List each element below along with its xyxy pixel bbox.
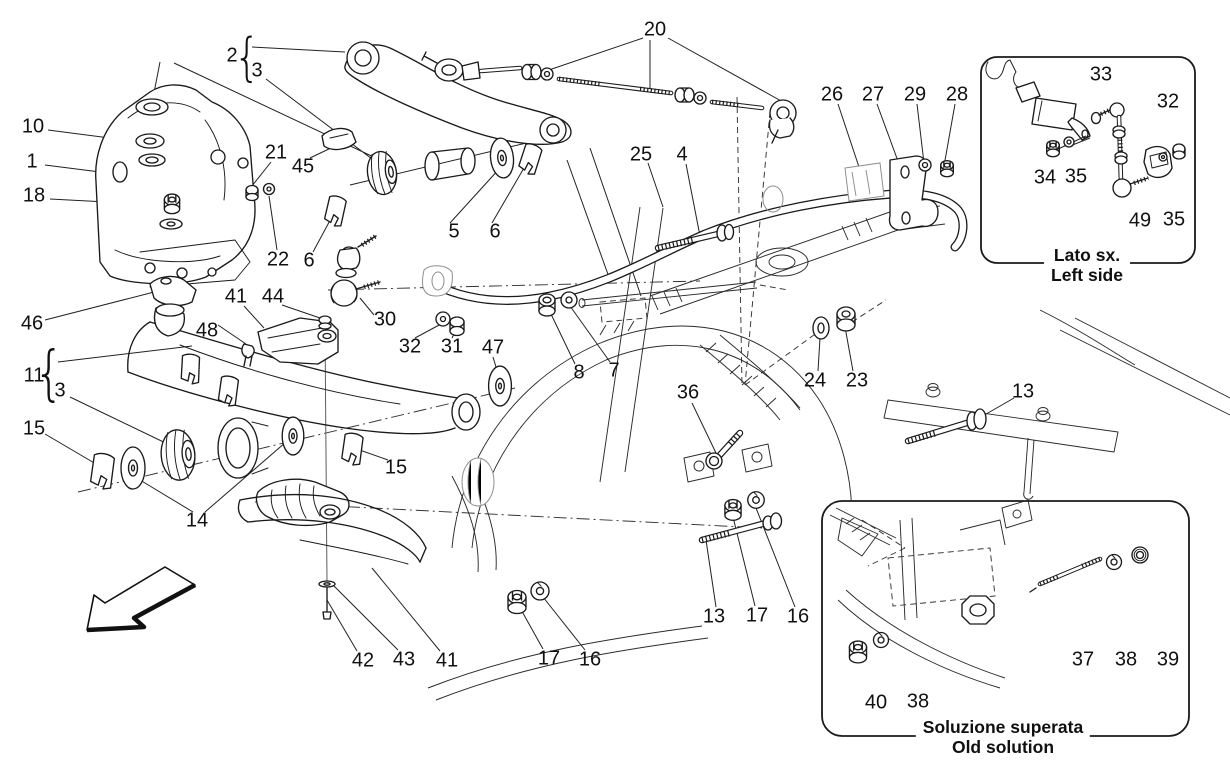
callout-35: 35	[1064, 165, 1088, 188]
stabilizer-bar	[423, 156, 964, 300]
callout-3: 3	[251, 59, 263, 82]
old-solution-inset-drawing	[830, 500, 1148, 688]
callout-14: 14	[185, 509, 209, 532]
left-side-inset-drawing	[986, 60, 1185, 197]
fasteners	[436, 225, 986, 615]
old-solution-caption: Soluzione superata Old solution	[915, 716, 1091, 758]
callout-18: 18	[22, 184, 46, 207]
callout-39: 39	[1156, 648, 1180, 671]
callout-1: 1	[26, 150, 38, 173]
callout-23: 23	[845, 369, 869, 392]
callout-36: 36	[676, 381, 700, 404]
callout-13: 13	[1011, 380, 1035, 403]
callout-30: 30	[373, 308, 397, 331]
callout-17: 17	[745, 604, 769, 627]
callout-41: 41	[435, 649, 459, 672]
callout-26: 26	[820, 83, 844, 106]
callout-32: 32	[1156, 90, 1180, 113]
callout-16: 16	[578, 648, 602, 671]
callout-32: 32	[398, 335, 422, 358]
callout-4: 4	[676, 143, 688, 166]
callout-37: 37	[1071, 648, 1095, 671]
callout-33: 33	[1089, 63, 1113, 86]
caption-line-italian: Lato sx.	[1053, 245, 1121, 265]
toe-link-rods	[422, 52, 796, 143]
callout-17: 17	[537, 647, 561, 670]
callout-38: 38	[1114, 648, 1138, 671]
callout-46: 46	[20, 312, 44, 335]
upper-control-arm	[322, 42, 571, 228]
direction-arrow-icon	[87, 567, 195, 630]
callout-10: 10	[21, 115, 45, 138]
callout-15: 15	[384, 456, 408, 479]
knuckle	[96, 85, 275, 287]
brace-glyph: {	[33, 338, 65, 409]
callout-8: 8	[573, 361, 585, 384]
brace-glyph: {	[233, 27, 261, 88]
callout-6: 6	[489, 220, 501, 243]
caption-line-italian: Soluzione superata	[922, 717, 1084, 737]
callout-48: 48	[195, 319, 219, 342]
callout-49: 49	[1128, 209, 1152, 232]
callout-35: 35	[1162, 208, 1186, 231]
callout-5: 5	[448, 220, 460, 243]
stabilizer-link	[331, 236, 380, 306]
callout-27: 27	[861, 83, 885, 106]
callout-3: 3	[54, 379, 66, 402]
callout-31: 31	[440, 335, 464, 358]
caption-line-english: Old solution	[951, 737, 1055, 757]
callout-13: 13	[702, 605, 726, 628]
left-side-caption: Lato sx. Left side	[1044, 244, 1130, 286]
callout-24: 24	[803, 369, 827, 392]
callout-40: 40	[864, 691, 888, 714]
splash-shield	[238, 479, 426, 619]
callout-28: 28	[945, 83, 969, 106]
callout-29: 29	[903, 83, 927, 106]
caption-line-english: Left side	[1051, 265, 1123, 285]
lower-control-arm	[89, 277, 513, 490]
callout-43: 43	[392, 648, 416, 671]
callout-41: 41	[224, 285, 248, 308]
heat-shield-bracket	[242, 316, 338, 366]
callout-45: 45	[291, 155, 315, 178]
callout-47: 47	[481, 336, 505, 359]
callout-11: 11	[23, 364, 45, 387]
callout-42: 42	[351, 649, 375, 672]
callout-21: 21	[264, 141, 288, 164]
callout-34: 34	[1033, 166, 1057, 189]
callout-25: 25	[629, 143, 653, 166]
callout-6: 6	[303, 249, 315, 272]
callout-15: 15	[22, 417, 46, 440]
callout-22: 22	[266, 248, 290, 271]
callout-20: 20	[643, 18, 667, 41]
callout-38: 38	[906, 690, 930, 713]
callout-44: 44	[261, 285, 285, 308]
callout-16: 16	[786, 605, 810, 628]
callout-7: 7	[608, 359, 620, 382]
callout-2: 2	[226, 44, 238, 67]
